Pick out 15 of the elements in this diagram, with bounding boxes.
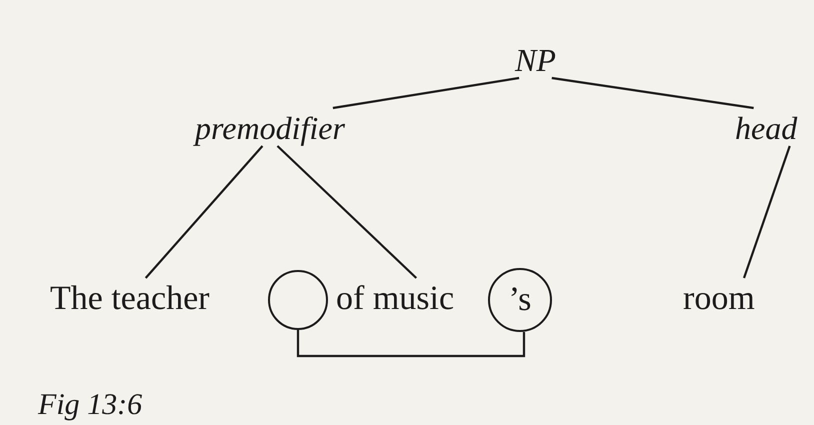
bracket-connector bbox=[296, 330, 526, 358]
constituent-label: head bbox=[735, 112, 798, 144]
empty-circle bbox=[268, 270, 328, 330]
phrase-label: NP bbox=[515, 44, 556, 76]
tree-branch bbox=[742, 146, 791, 278]
tree-branch bbox=[552, 76, 754, 110]
tree-branch bbox=[332, 76, 520, 110]
word: The teacher bbox=[50, 282, 210, 316]
tree-branch bbox=[276, 145, 418, 279]
word: room bbox=[683, 282, 755, 316]
figure-caption: Fig 13:6 bbox=[38, 388, 142, 422]
word: of music bbox=[336, 282, 454, 316]
tree-branch bbox=[144, 145, 264, 279]
circled-marker: ’s bbox=[488, 268, 552, 332]
constituent-label: premodifier bbox=[195, 112, 345, 144]
